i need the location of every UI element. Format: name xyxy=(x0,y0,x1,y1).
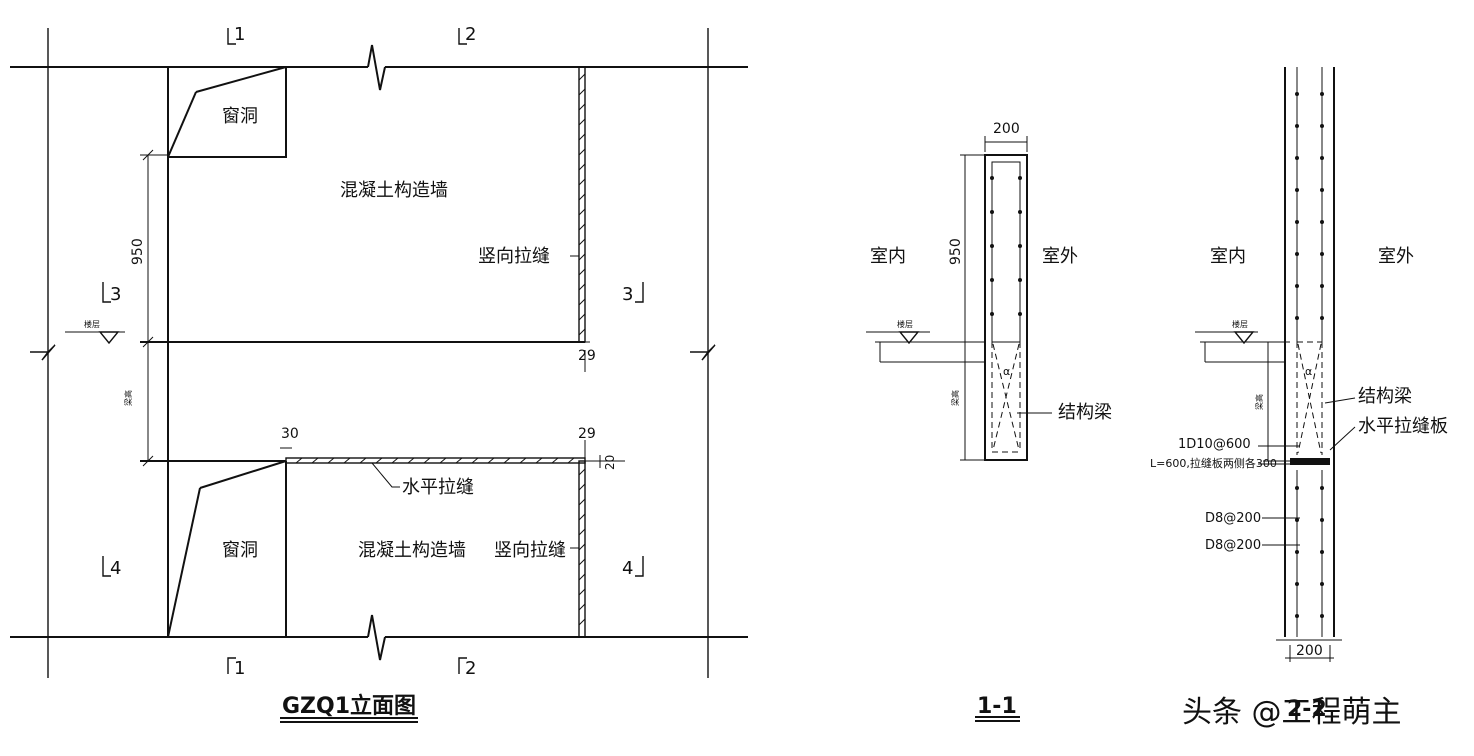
beam-height-label-elevation: 梁高 xyxy=(123,390,133,406)
elevation-view xyxy=(10,28,748,723)
dim-30: 30 xyxy=(281,426,299,442)
section-2-2-rebar-1: 1D10@600 xyxy=(1178,437,1251,452)
upper-window-label: 窗洞 xyxy=(222,106,258,127)
lower-window-label: 窗洞 xyxy=(222,540,258,561)
section-label-3-left: 3 xyxy=(110,284,121,305)
floor-label-elevation: 楼层 xyxy=(84,319,100,329)
horizontal-joint-label: 水平拉缝 xyxy=(402,477,474,498)
section-marker-4-right xyxy=(635,556,644,577)
upper-window xyxy=(167,66,287,158)
section-marker-3-left xyxy=(102,282,111,303)
dim-29-lower: 29 xyxy=(578,426,596,442)
section-2-2-height-label: 梁高 xyxy=(1254,394,1264,410)
section-1-1-indoor: 室内 xyxy=(870,246,906,267)
section-1-1-dim-200: 200 xyxy=(993,121,1020,137)
section-2-2-floor-label: 楼层 xyxy=(1232,319,1248,329)
section-2-2-angle: α xyxy=(1305,365,1312,378)
section-1-1-outdoor: 室外 xyxy=(1042,246,1078,267)
vertical-joint-label-upper: 竖向拉缝 xyxy=(478,246,550,267)
section-2-2-rebar-3: D8@200 xyxy=(1205,538,1261,553)
section-label-1-top: 1 xyxy=(234,24,245,45)
break-mark-left xyxy=(30,344,56,361)
section-label-4-left: 4 xyxy=(110,558,121,579)
section-2-2-rebar-2: D8@200 xyxy=(1205,511,1261,526)
dim-950-elevation: 950 xyxy=(130,238,146,265)
section-marker-2-top xyxy=(458,28,467,45)
section-2-2-title: 2-2 xyxy=(1287,697,1327,722)
section-marker-2-bottom xyxy=(458,657,467,674)
section-label-2-top: 2 xyxy=(465,24,476,45)
section-1-1-beam-label: 结构梁 xyxy=(1058,402,1112,423)
section-2-2-outdoor: 室外 xyxy=(1378,246,1414,267)
section-label-4-right: 4 xyxy=(622,558,633,579)
section-marker-1-top xyxy=(227,28,236,45)
break-mark-top xyxy=(367,44,386,91)
vertical-joint-label-lower: 竖向拉缝 xyxy=(494,540,566,561)
section-1-1-title: 1-1 xyxy=(977,694,1017,719)
section-1-1-floor-label: 楼层 xyxy=(897,319,913,329)
section-2-2-joint-plate-label: 水平拉缝板 xyxy=(1358,416,1448,437)
section-marker-1-bottom xyxy=(227,657,236,674)
section-2-2-view xyxy=(1195,67,1356,662)
lower-wall-label: 混凝土构造墙 xyxy=(358,540,466,561)
section-2-2-rebar-dots xyxy=(1295,92,1324,618)
watermark-text: 头条 @工程萌主 xyxy=(1182,695,1402,730)
section-2-2-dim-200: 200 xyxy=(1296,643,1323,659)
dim-20: 20 xyxy=(603,455,617,470)
dim-29-upper: 29 xyxy=(578,348,596,364)
section-label-1-bottom: 1 xyxy=(234,658,245,679)
section-label-2-bottom: 2 xyxy=(465,658,476,679)
vertical-joint-lower xyxy=(578,460,586,638)
section-1-1-wall xyxy=(984,154,1028,461)
section-1-1-rebar-dots xyxy=(990,176,1022,316)
section-1-1-angle: α xyxy=(1003,365,1010,378)
vertical-joint-upper xyxy=(578,66,586,343)
section-marker-4-left xyxy=(102,556,111,577)
elevation-title: GZQ1立面图 xyxy=(282,693,416,719)
section-2-2-beam-label: 结构梁 xyxy=(1358,386,1412,407)
section-2-2-joint-plate xyxy=(1290,458,1330,465)
break-mark-right xyxy=(690,344,716,361)
section-label-3-right: 3 xyxy=(622,284,633,305)
section-marker-3-right xyxy=(635,282,644,303)
section-2-2-rebar-1-note: L=600,拉缝板两侧各300 xyxy=(1150,456,1277,470)
upper-wall-label: 混凝土构造墙 xyxy=(340,180,448,201)
section-2-2-indoor: 室内 xyxy=(1210,246,1246,267)
section-1-1-view xyxy=(866,136,1052,722)
break-mark-bottom xyxy=(367,614,386,661)
section-1-1-dim-950: 950 xyxy=(948,238,964,265)
section-1-1-height-label: 梁高 xyxy=(950,390,960,406)
